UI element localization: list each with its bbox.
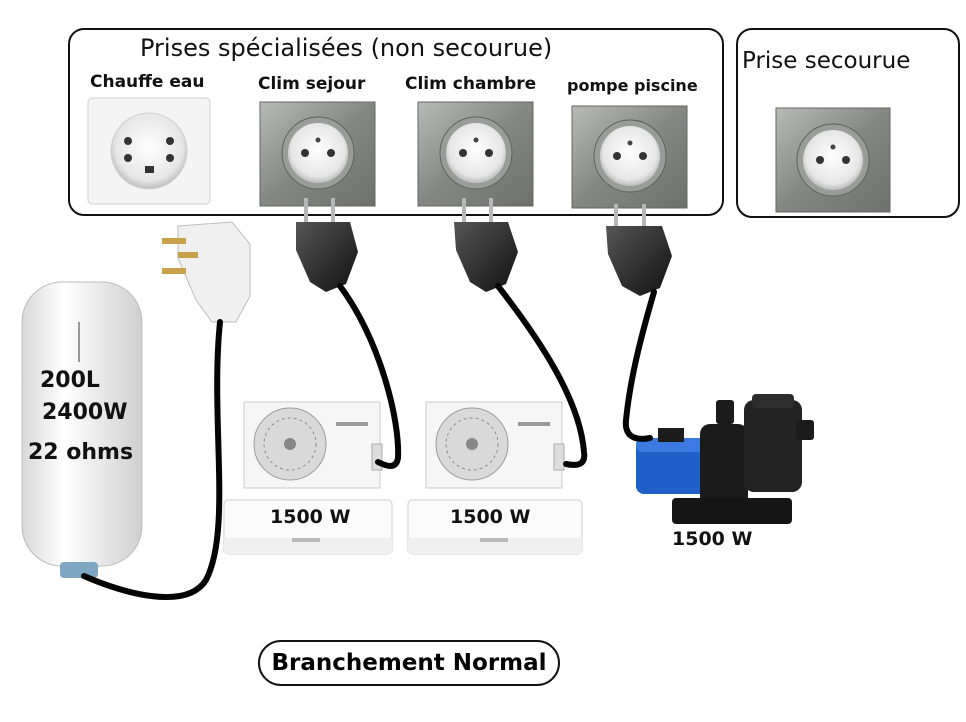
outlet-chauffe-eau [87,97,211,205]
heater-capacity: 200L [40,368,100,393]
ac-2-power-label: 1500 W [450,506,531,528]
outlet-label-pompe-piscine: pompe piscine [567,76,698,95]
plug-pompe-piscine-icon [606,204,672,296]
heater-resistance: 22 ohms [28,440,134,465]
heater-plug-icon [162,221,251,323]
outlet-pompe-piscine [571,105,688,209]
special-outlets-title: Prises spécialisées (non secourue) [140,34,553,62]
outlet-clim-sejour [259,101,376,207]
outlet-clim-chambre [417,101,534,207]
water-heater-icon [21,281,143,578]
plug-clim-chambre-icon [454,198,518,292]
cables [81,283,657,601]
pump-power-label: 1500 W [672,528,753,550]
ac-indoor-unit-2 [407,499,583,555]
ac-indoor-unit-1 [223,499,393,555]
ac-1-power-label: 1500 W [270,506,351,528]
pool-pump-icon [636,394,814,524]
ac-outdoor-unit-1 [243,401,383,489]
ac-outdoor-unit-2 [425,401,565,489]
outlet-secourue [775,107,891,213]
outlet-label-chauffe-eau: Chauffe eau [90,72,205,92]
plug-clim-sejour-icon [296,198,358,292]
heater-power: 2400W [42,400,128,425]
footer-label: Branchement Normal [258,640,560,686]
outlet-label-clim-chambre: Clim chambre [405,74,537,94]
outlet-label-clim-sejour: Clim sejour [258,74,366,94]
backup-outlet-title: Prise secourue [742,48,911,74]
